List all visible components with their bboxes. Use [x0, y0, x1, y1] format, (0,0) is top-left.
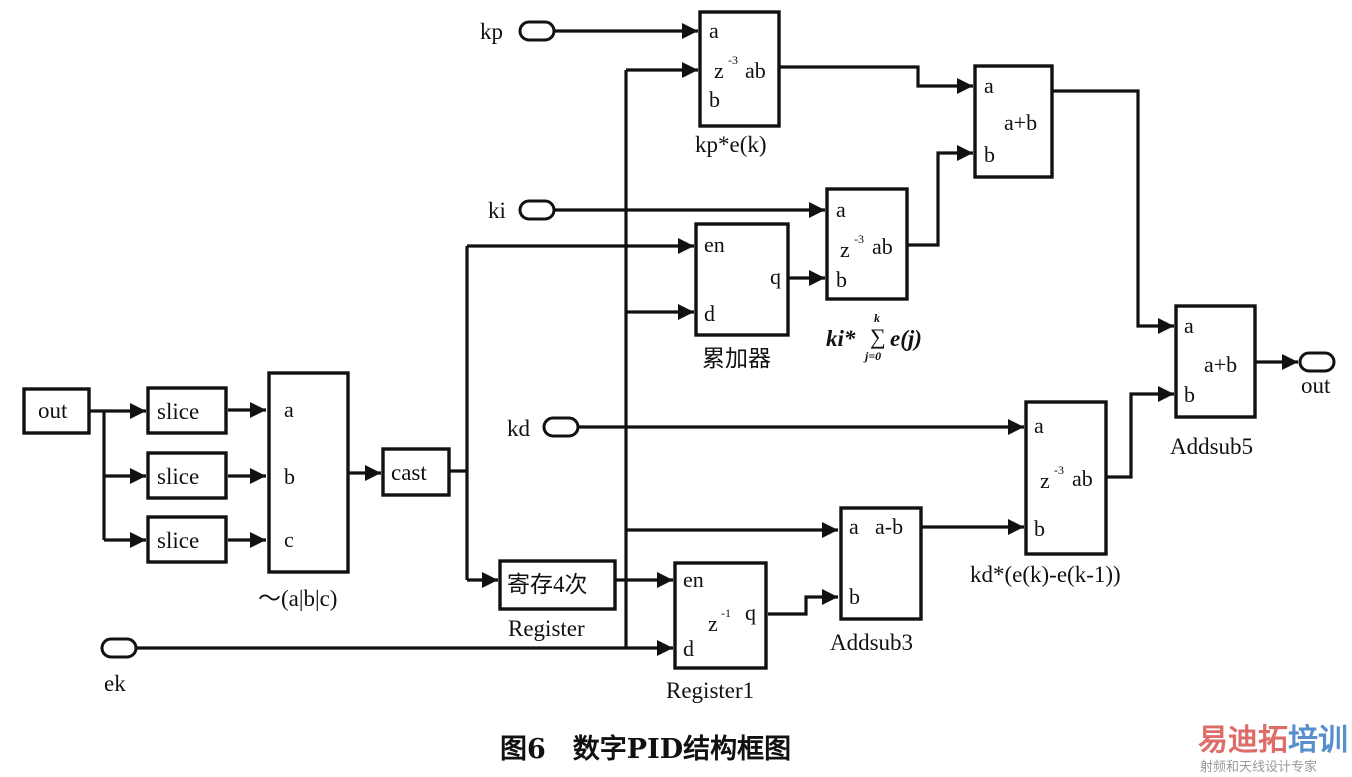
wire-addsub-pi-to-addsub5-a: [1053, 89, 1174, 334]
block-addsub5-port-a: a: [1184, 313, 1194, 338]
terminal-kd-label: kd: [507, 416, 531, 441]
block-mult-kd-port-b: b: [1034, 516, 1045, 541]
block-mult-ki-label-sum: ∑: [870, 324, 886, 349]
block-accumulator-port-q: q: [770, 264, 781, 289]
watermark-brand-part2: 培训: [1288, 723, 1348, 758]
block-mult-kp-op-tail: ab: [745, 58, 766, 83]
block-mult-kp-label: kp*e(k): [695, 132, 767, 157]
block-addsub-pi-op: a+b: [1004, 110, 1037, 135]
block-mult-kd-op-sup: -3: [1054, 463, 1064, 477]
block-mult-kd-port-a: a: [1034, 413, 1044, 438]
block-register1-op: z: [708, 611, 718, 636]
watermark: 易迪拓培训 射频和天线设计专家: [1198, 723, 1348, 775]
block-slice-1-text: slice: [157, 399, 199, 424]
block-register1[interactable]: en d z -1 q Register1: [666, 561, 768, 703]
block-mult-ki-label-bottom: j=0: [863, 349, 881, 363]
block-slice-3-text: slice: [157, 528, 199, 553]
block-mult-kp-port-b: b: [709, 87, 720, 112]
figure-caption: 图6 数字PID结构框图: [500, 733, 791, 765]
wire-mult-ki-to-addsub-pi-b: [907, 145, 973, 247]
block-slice-1[interactable]: slice: [146, 386, 228, 435]
block-mult-kd-op-tail: ab: [1072, 466, 1093, 491]
block-mult-ki-label-post: e(j): [890, 326, 922, 351]
block-register1-port-d: d: [683, 636, 694, 661]
block-mult-ki[interactable]: a z -3 ab b ki* ∑ k j=0 e(j): [825, 187, 922, 363]
block-register-text: 寄存4次: [507, 572, 588, 597]
block-addsub3-label: Addsub3: [830, 630, 913, 655]
watermark-brand: 易迪拓培训: [1198, 723, 1348, 758]
block-mult-ki-label: ki* ∑ k j=0 e(j): [826, 311, 922, 363]
wire-mult-kp-to-addsub-pi-a: [780, 65, 973, 94]
terminal-ek-label: ek: [104, 671, 126, 696]
block-slice-3[interactable]: slice: [146, 515, 228, 564]
watermark-slogan: 射频和天线设计专家: [1200, 759, 1317, 775]
block-mult-ki-label-top: k: [874, 311, 880, 325]
block-cast-text: cast: [391, 460, 427, 485]
block-register1-op-sup: -1: [721, 606, 731, 620]
block-mult-kp-port-a: a: [709, 18, 719, 43]
terminal-kd-port[interactable]: [542, 416, 580, 438]
block-nor[interactable]: a b c ～(a|b|c): [258, 371, 350, 611]
block-out-source-text: out: [38, 398, 68, 423]
terminal-ek-port[interactable]: [100, 637, 138, 659]
terminal-out-label: out: [1301, 373, 1331, 398]
block-register1-label: Register1: [666, 678, 754, 703]
block-slice-2[interactable]: slice: [146, 451, 228, 500]
block-register[interactable]: 寄存4次 Register: [498, 559, 617, 641]
terminal-out-port[interactable]: [1298, 351, 1336, 373]
terminal-ek[interactable]: ek: [100, 637, 138, 696]
block-nor-port-c: c: [284, 527, 294, 552]
block-mult-kp-op: z: [714, 58, 724, 83]
block-mult-kd-label: kd*(e(k)-e(k-1)): [970, 562, 1121, 587]
block-out-source[interactable]: out: [22, 387, 91, 435]
wire-register1-to-addsub3-b: [768, 589, 838, 616]
block-mult-ki-port-a: a: [836, 197, 846, 222]
block-addsub-pi-port-a: a: [984, 73, 994, 98]
block-nor-label: ～(a|b|c): [258, 586, 337, 611]
block-accumulator-port-d: d: [704, 301, 715, 326]
block-addsub-pi[interactable]: a a+b b: [973, 64, 1054, 179]
block-register1-port-q: q: [745, 600, 756, 625]
block-addsub5-label: Addsub5: [1170, 434, 1253, 459]
block-mult-ki-op-tail: ab: [872, 234, 893, 259]
block-register1-port-en: en: [683, 567, 704, 592]
block-addsub5-port-b: b: [1184, 382, 1195, 407]
block-mult-ki-op-sup: -3: [854, 232, 864, 246]
block-mult-kp-op-sup: -3: [728, 53, 738, 67]
block-nor-port-b: b: [284, 464, 295, 489]
wires: [89, 23, 1298, 656]
block-nor-port-a: a: [284, 397, 294, 422]
watermark-brand-part1: 易迪拓: [1198, 723, 1288, 758]
block-mult-ki-op: z: [840, 237, 850, 262]
block-mult-kd-op: z: [1040, 468, 1050, 493]
terminal-kp-port[interactable]: [518, 20, 556, 42]
block-accumulator[interactable]: en d q 累加器: [694, 222, 790, 371]
block-register-label: Register: [508, 616, 585, 641]
block-addsub-pi-port-b: b: [984, 142, 995, 167]
terminal-ki-port[interactable]: [518, 199, 556, 221]
block-cast[interactable]: cast: [381, 447, 451, 497]
block-mult-kp[interactable]: a z -3 ab b kp*e(k): [695, 10, 781, 157]
block-addsub5-op: a+b: [1204, 352, 1237, 377]
terminal-out[interactable]: out: [1298, 351, 1336, 398]
terminal-kd[interactable]: kd: [507, 416, 580, 441]
block-addsub3-port-b: b: [849, 584, 860, 609]
block-mult-ki-port-b: b: [836, 267, 847, 292]
block-mult-ki-label-pre: ki*: [826, 326, 856, 351]
block-slice-2-text: slice: [157, 464, 199, 489]
block-addsub3-op: a-b: [875, 514, 903, 539]
block-addsub3-port-a: a: [849, 514, 859, 539]
wire-mult-kd-to-addsub5-b: [1107, 386, 1174, 479]
block-accumulator-port-en: en: [704, 232, 725, 257]
terminal-ki-label: ki: [488, 198, 506, 223]
block-addsub3[interactable]: a a-b b Addsub3: [830, 506, 923, 655]
terminal-ki[interactable]: ki: [488, 198, 556, 223]
block-addsub5[interactable]: a a+b b Addsub5: [1170, 304, 1257, 459]
block-accumulator-label: 累加器: [702, 346, 771, 371]
block-mult-kd[interactable]: a z -3 ab b kd*(e(k)-e(k-1)): [970, 400, 1121, 587]
terminal-kp-label: kp: [480, 19, 503, 44]
terminal-kp[interactable]: kp: [480, 19, 556, 44]
